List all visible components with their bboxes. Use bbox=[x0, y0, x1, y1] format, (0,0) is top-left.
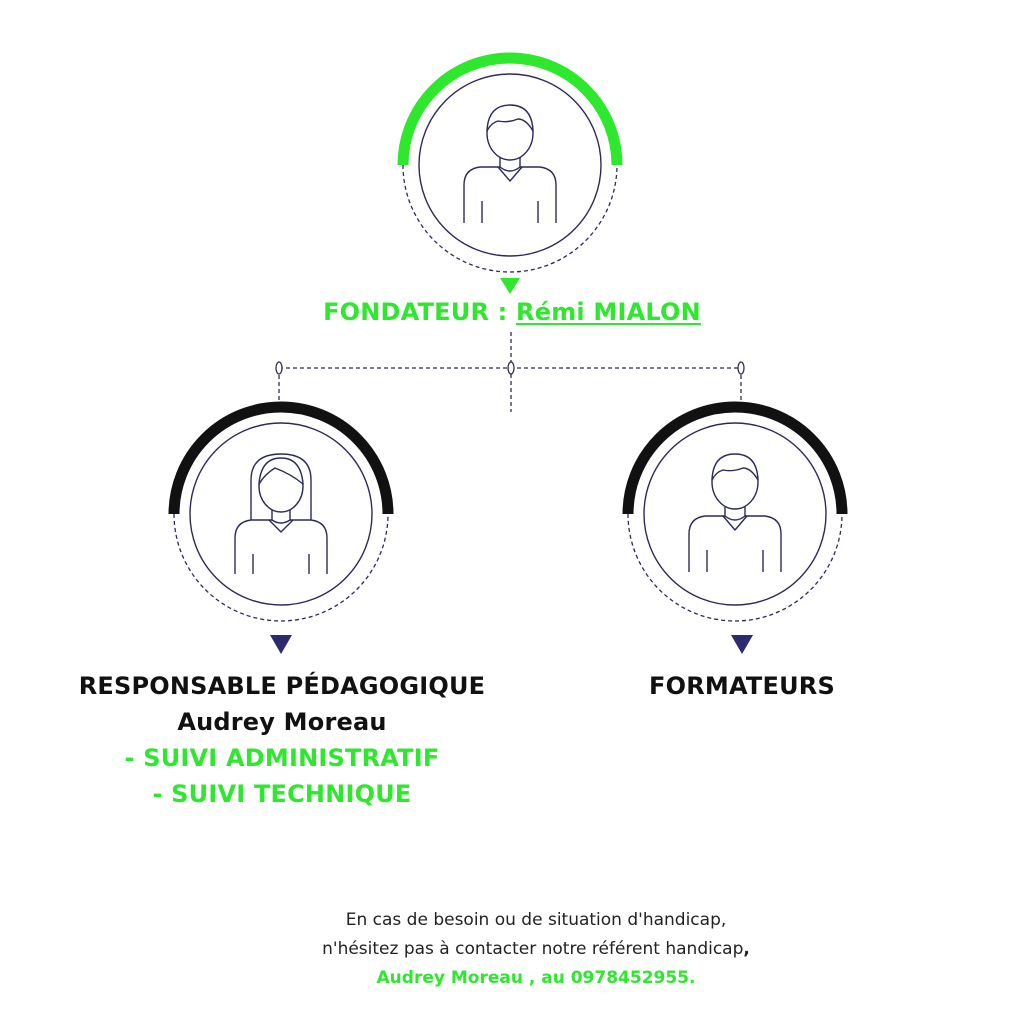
responsable-dashed-arc bbox=[173, 513, 389, 622]
handicap-notice: En cas de besoin ou de situation d'handi… bbox=[236, 906, 836, 993]
founder-node bbox=[397, 52, 623, 294]
notice-line-2: n'hésitez pas à contacter notre référent… bbox=[236, 935, 836, 964]
founder-dashed-arc bbox=[402, 164, 618, 273]
responsable-arc bbox=[168, 401, 394, 515]
responsable-arrow bbox=[270, 635, 292, 654]
responsable-title: RESPONSABLE PÉDAGOGIQUE bbox=[78, 672, 486, 700]
responsable-name: Audrey Moreau bbox=[177, 708, 387, 736]
formateurs-node bbox=[622, 401, 848, 654]
founder-arc bbox=[397, 52, 623, 166]
connector-nodes bbox=[275, 361, 745, 375]
notice-contact: Audrey Moreau , au 0978452955. bbox=[376, 968, 696, 988]
responsable-label: RESPONSABLE PÉDAGOGIQUE Audrey Moreau - … bbox=[32, 668, 532, 812]
founder-role: FONDATEUR : bbox=[323, 298, 517, 326]
founder-arrow bbox=[500, 278, 520, 294]
notice-line-1: En cas de besoin ou de situation d'handi… bbox=[345, 910, 727, 930]
female-avatar-icon bbox=[234, 453, 328, 574]
male-avatar-icon bbox=[463, 104, 557, 223]
responsable-node bbox=[168, 401, 394, 654]
formateurs-arrow bbox=[731, 635, 753, 654]
notice-line-2-text: n'hésitez pas à contacter notre référent… bbox=[322, 939, 744, 959]
duty-item: - SUIVI TECHNIQUE bbox=[152, 780, 412, 808]
formateurs-arc bbox=[622, 401, 848, 515]
founder-label: FONDATEUR : Rémi MIALON bbox=[262, 298, 762, 326]
duty-item: - SUIVI ADMINISTRATIF bbox=[124, 744, 440, 772]
notice-line-2-comma: , bbox=[743, 939, 750, 959]
formateurs-dashed-arc bbox=[627, 513, 843, 622]
founder-name-link[interactable]: Rémi MIALON bbox=[516, 298, 701, 326]
male-avatar-icon bbox=[688, 453, 782, 572]
formateurs-title: FORMATEURS bbox=[649, 672, 835, 700]
